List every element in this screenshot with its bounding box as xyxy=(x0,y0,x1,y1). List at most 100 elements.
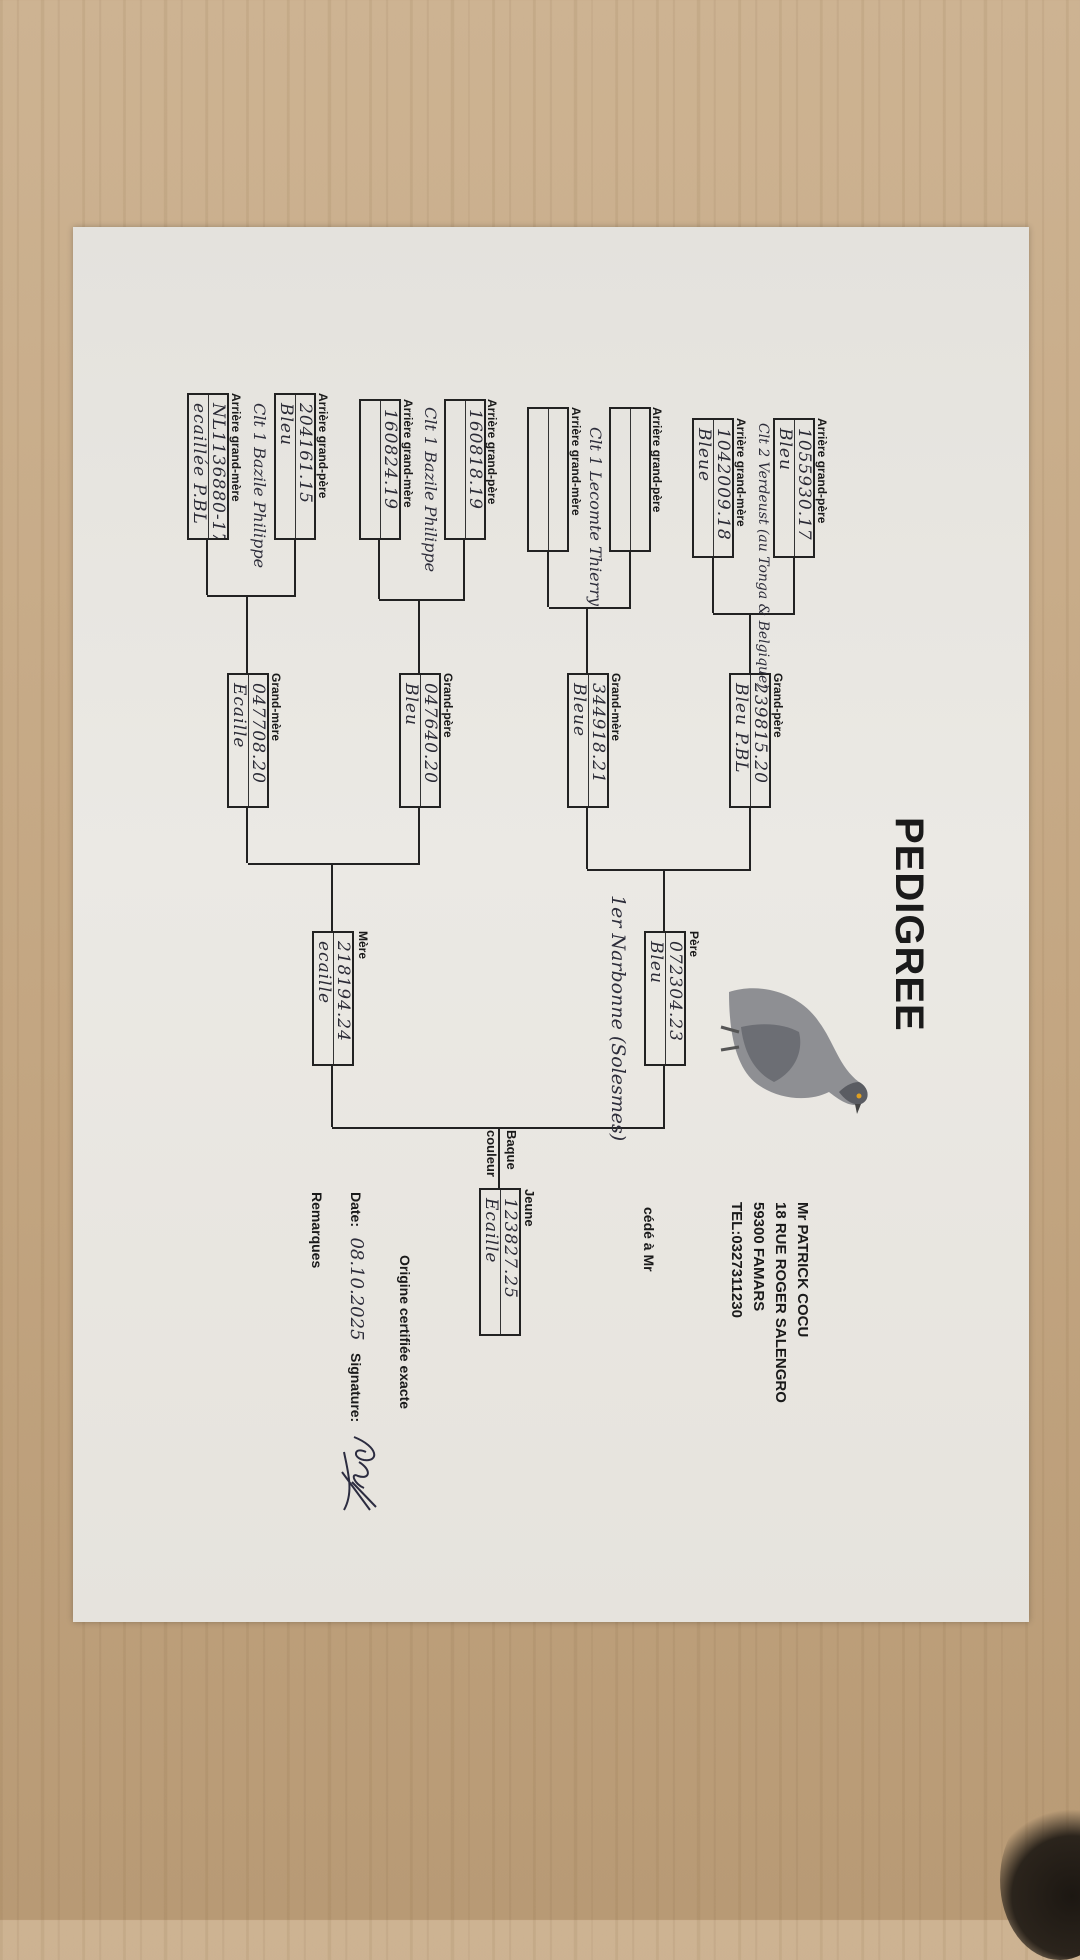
gp-connector xyxy=(418,808,420,863)
gp-ring: 239815.20 xyxy=(750,675,769,806)
grandparent-box: 047640.20 Bleu xyxy=(399,673,441,808)
agp-label: Arrière grand-père xyxy=(485,399,499,505)
great-grandparent-box: 204161.15 Bleu xyxy=(274,393,316,540)
pere-link xyxy=(663,869,665,931)
owner-street: 18 RUE ROGER SALENGRO xyxy=(772,1202,789,1403)
great-grandparent-box xyxy=(609,407,651,552)
agp-connector xyxy=(294,539,296,595)
gp-ring: 047640.20 xyxy=(420,675,439,806)
agp-ring: 1042009.18 xyxy=(713,420,732,556)
agp-bracket xyxy=(379,599,465,601)
couleur-label: couleur xyxy=(484,1130,499,1177)
agp-ring xyxy=(548,409,567,550)
agp-bracket xyxy=(207,595,296,597)
gp-color: Bleu P.BL xyxy=(731,683,750,774)
jeune-color: Ecaille xyxy=(481,1198,500,1264)
gp-connector xyxy=(749,808,751,869)
gp-label: Grand-mère xyxy=(269,673,283,742)
agp-bracket xyxy=(713,613,795,615)
pere-note: 1er Narbonne (Solesmes) xyxy=(607,895,629,1142)
agp-connector xyxy=(547,551,549,607)
mere-color: ecaille xyxy=(314,941,333,1005)
cede-label: cédé à Mr xyxy=(641,1207,657,1272)
pere-connector xyxy=(663,1065,665,1127)
agp-color: Bleu xyxy=(276,403,295,446)
baque-label: Baque xyxy=(504,1130,519,1170)
agp-ring: 204161.15 xyxy=(295,395,314,538)
agp-color xyxy=(361,401,380,538)
agp-bracket xyxy=(549,607,631,609)
agp-ring: 160818.19 xyxy=(465,401,484,538)
maternal-gp-bracket xyxy=(248,863,420,865)
gp-label: Grand-père xyxy=(441,673,455,738)
agp-link xyxy=(749,613,751,673)
great-grandparent-box: NL1136880-17 ecaillée P.BL xyxy=(187,393,229,540)
agp-link xyxy=(418,599,420,673)
agp-link xyxy=(246,595,248,673)
agp-label: Arrière grand-mère xyxy=(401,399,415,508)
agp-link xyxy=(586,607,588,673)
remarks-label: Remarques xyxy=(309,1192,325,1269)
jeune-box: 123827.25 Ecaille xyxy=(479,1188,521,1336)
mere-box: 218194.24 ecaille xyxy=(312,931,354,1066)
breeder-note: Clt 1 Bazile Philippe xyxy=(250,403,269,569)
great-grandparent-box: 1042009.18 Bleue xyxy=(692,418,734,558)
agp-connector xyxy=(463,539,465,599)
jeune-connector xyxy=(498,1127,500,1188)
jeune-ring: 123827.25 xyxy=(500,1190,519,1334)
gp-label: Grand-mère xyxy=(609,673,623,742)
agp-connector xyxy=(206,539,208,595)
breeder-note: Clt 1 Bazile Philippe xyxy=(421,407,440,573)
pere-box: 072304.23 Bleu xyxy=(644,931,686,1066)
agp-ring: 1055930.17 xyxy=(794,420,813,556)
great-grandparent-box: 160818.19 xyxy=(444,399,486,540)
pigeon-icon xyxy=(720,988,868,1114)
owner-address: Mr PATRICK COCU 18 RUE ROGER SALENGRO 59… xyxy=(725,1202,813,1403)
grandparent-box: 239815.20 Bleu P.BL xyxy=(729,673,771,808)
agp-label: Arrière grand-mère xyxy=(734,418,748,527)
great-grandparent-box xyxy=(527,407,569,552)
date-value: 08.10.2025 xyxy=(346,1237,367,1341)
pere-ring: 072304.23 xyxy=(665,933,684,1064)
great-grandparent-box: 160824.19 xyxy=(359,399,401,540)
mere-ring: 218194.24 xyxy=(333,933,352,1064)
agp-color xyxy=(446,401,465,538)
agp-color: ecaillée P.BL xyxy=(189,403,208,525)
agp-label: Arrière grand-mère xyxy=(569,407,583,516)
owner-name: Mr PATRICK COCU xyxy=(794,1202,811,1338)
agp-connector xyxy=(793,557,795,613)
great-grandparent-box: 1055930.17 Bleu xyxy=(773,418,815,558)
date-label: Date: xyxy=(348,1192,364,1228)
paternal-gp-bracket xyxy=(587,869,751,871)
agp-label: Arrière grand-père xyxy=(815,418,829,524)
jeune-label: Jeune xyxy=(522,1189,537,1227)
pere-color: Bleu xyxy=(646,941,665,984)
breeder-note: Clt 2 Verdeust (au Tonga & Belgique) xyxy=(755,423,771,689)
shadow-object xyxy=(1000,1800,1080,1960)
gp-ring: 047708.20 xyxy=(248,675,267,806)
pedigree-sheet: PEDIGREE Mr PATRICK COCU 18 RUE ROGER SA… xyxy=(73,227,1029,1622)
agp-label: Arrière grand-père xyxy=(316,393,330,499)
signature-image xyxy=(341,1436,377,1511)
agp-color: Bleu xyxy=(775,428,794,471)
gp-color: Ecaille xyxy=(229,683,248,749)
agp-ring: NL1136880-17 xyxy=(208,395,227,538)
grandparent-box: 047708.20 Ecaille xyxy=(227,673,269,808)
gp-label: Grand-père xyxy=(771,673,785,738)
grandparent-box: 344918.21 Bleue xyxy=(567,673,609,808)
agp-label: Arrière grand-père xyxy=(650,407,664,513)
owner-phone: TEL:0327311230 xyxy=(728,1202,745,1318)
gp-ring: 344918.21 xyxy=(588,675,607,806)
page-title: PEDIGREE xyxy=(887,817,931,1032)
mere-connector xyxy=(331,1065,333,1127)
owner-city: 59300 FAMARS xyxy=(750,1202,767,1312)
agp-connector xyxy=(712,557,714,613)
agp-color xyxy=(611,409,630,550)
certification-text: Origine certifiée exacte xyxy=(397,1255,413,1410)
agp-color: Bleue xyxy=(694,428,713,482)
agp-color xyxy=(529,409,548,550)
gp-color: Bleu xyxy=(401,683,420,726)
agp-ring xyxy=(630,409,649,550)
mere-label: Mère xyxy=(356,931,370,960)
mere-link xyxy=(331,863,333,931)
